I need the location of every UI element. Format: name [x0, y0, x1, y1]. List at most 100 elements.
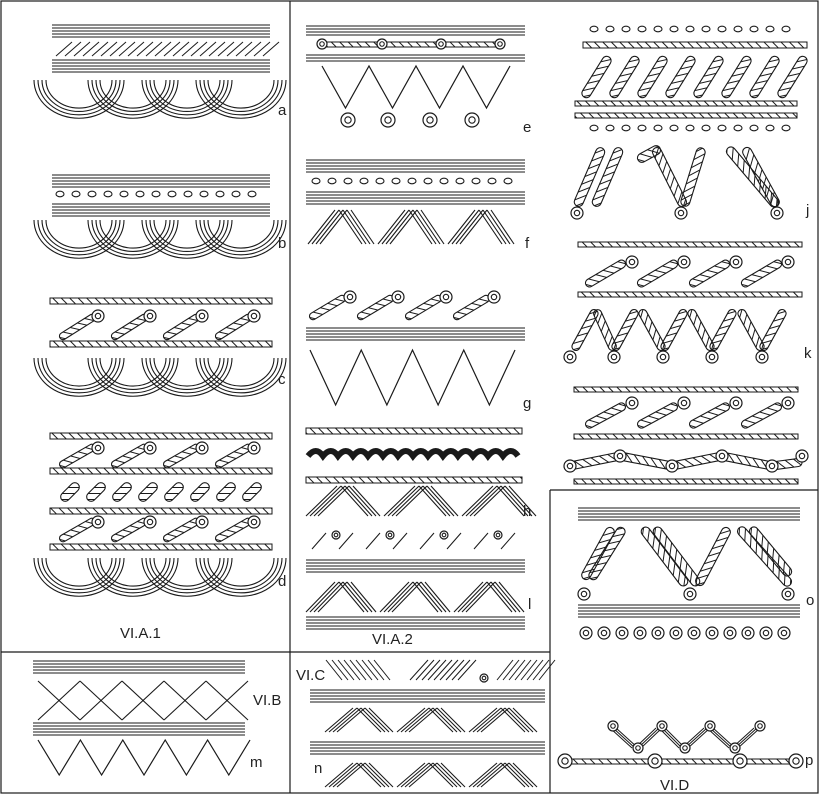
zigzag-line: [310, 350, 515, 405]
scallop-arc: [196, 80, 286, 118]
chevron-stroke: [469, 763, 497, 787]
rod-body: [708, 308, 737, 352]
chevron-stroke: [310, 486, 341, 516]
hatched-rod: [680, 147, 707, 208]
rod-body: [619, 452, 673, 470]
motif-h: [306, 428, 536, 549]
panel-label-g: g: [523, 395, 531, 412]
oval-dot: [440, 178, 448, 184]
oval-dot: [472, 178, 480, 184]
motif-n: [310, 660, 555, 787]
scallop-arc: [208, 558, 274, 586]
scallop-arc: [88, 220, 178, 258]
rod-body: [110, 443, 148, 469]
hatched-rod: [584, 401, 627, 429]
rod-body: [748, 55, 781, 100]
hatched-rod: [58, 443, 96, 469]
stroke-line: [101, 42, 117, 56]
hatched-rod: [356, 294, 395, 321]
motif-g: [306, 291, 525, 405]
chevron-stroke: [396, 486, 427, 516]
rod-body: [664, 55, 697, 100]
oval-dot: [424, 178, 432, 184]
ring-core: [758, 724, 763, 729]
oval-dot: [248, 191, 256, 197]
hatched-rod: [214, 517, 252, 543]
chevron-stroke: [397, 708, 425, 732]
chevron-stroke: [477, 763, 505, 787]
oval-dot: [622, 26, 630, 32]
scallop-arc: [142, 358, 232, 396]
hatched-rod: [671, 452, 723, 470]
stroke-line: [447, 533, 461, 549]
hatched-rod: [404, 294, 443, 321]
stroke-line: [155, 42, 171, 56]
ring-core: [611, 354, 616, 359]
oval-dot: [766, 125, 774, 131]
ring-core: [567, 463, 572, 468]
ring-core: [199, 445, 204, 450]
scallop-arc: [46, 80, 112, 108]
ring-core: [793, 758, 799, 764]
stroke-line: [245, 42, 261, 56]
hatched-rod: [58, 517, 96, 543]
chevron-stroke: [405, 763, 433, 787]
ring-core: [799, 453, 804, 458]
hatched-rod: [162, 313, 201, 341]
motif-b: [34, 175, 286, 258]
hatched-rod: [110, 313, 149, 341]
stroke-line: [420, 533, 434, 549]
chevron-stroke: [392, 486, 423, 516]
hatched-rod: [580, 55, 613, 100]
chevron-stroke: [337, 763, 365, 787]
hatched-rod: [636, 401, 679, 429]
hatched-rod: [214, 313, 253, 341]
stroke-line: [65, 42, 81, 56]
scallop-arc: [34, 558, 124, 596]
hatched-rod: [688, 259, 731, 289]
rod-body: [58, 313, 97, 341]
scallop-arc: [34, 80, 124, 118]
hatched-rod: [688, 401, 731, 429]
hatched-rod: [241, 481, 263, 503]
hatched-rod: [758, 308, 787, 352]
ring-core: [199, 519, 204, 524]
chevron-stroke: [325, 708, 353, 732]
oval-dot: [360, 178, 368, 184]
rod-body: [636, 401, 679, 429]
chevron-stroke: [409, 708, 437, 732]
panel-label-o: o: [806, 592, 814, 609]
hatched-band: [574, 479, 798, 484]
oval-dot: [590, 125, 598, 131]
oval-dot: [376, 178, 384, 184]
chevron-stroke: [380, 582, 409, 612]
scallop-arc: [34, 358, 124, 396]
chevron-stroke: [384, 582, 413, 612]
hatched-rod: [636, 55, 669, 100]
ring-core: [380, 42, 385, 47]
stroke-line: [218, 42, 234, 56]
chevron-stroke: [427, 486, 454, 516]
chevron-stroke: [481, 708, 509, 732]
ring-core: [491, 294, 496, 299]
rod-body: [58, 443, 96, 469]
rod-body: [776, 55, 809, 100]
chevron-stroke: [462, 582, 491, 612]
scallop-arc: [154, 358, 220, 386]
ring-core: [562, 758, 568, 764]
oval-dot: [718, 125, 726, 131]
hatched-band: [50, 508, 272, 514]
panel-label-m: m: [250, 754, 263, 771]
rod-body: [692, 55, 725, 100]
chevron-stroke: [481, 763, 509, 787]
chevron-stroke: [345, 486, 372, 516]
ring-core: [781, 630, 786, 635]
rod-body: [214, 443, 252, 469]
hatched-rod: [163, 481, 185, 503]
hatched-rod: [584, 259, 627, 289]
ring-core: [733, 400, 738, 405]
hatched-band: [583, 42, 807, 48]
hatched-rod: [137, 481, 159, 503]
rod-body: [85, 481, 107, 503]
ring-core: [719, 453, 724, 458]
